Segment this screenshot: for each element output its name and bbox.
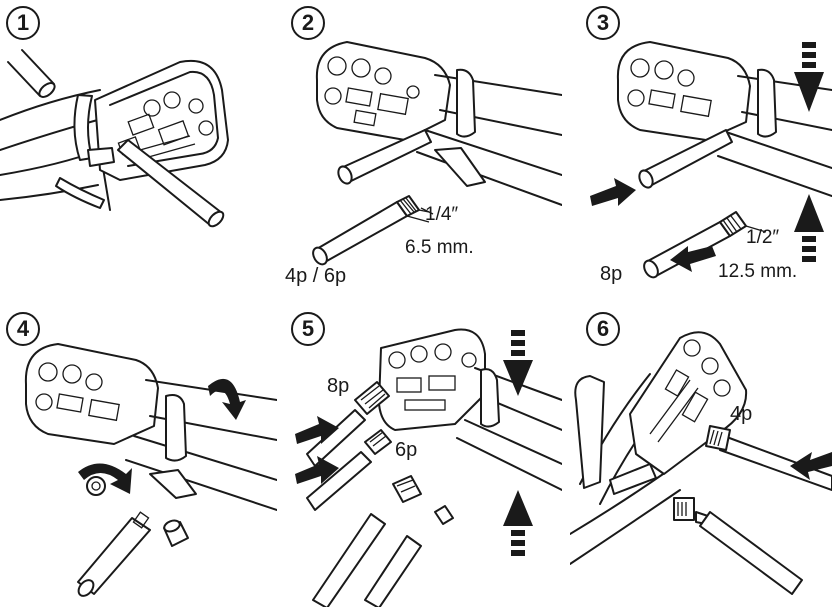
step-6-illustration [570, 331, 832, 595]
push-arrow-icon [794, 194, 824, 262]
step-2-number: 2 [291, 6, 325, 40]
step-2-panel: 2 1/4″ 6.5 mm. 4p / 6p [285, 0, 562, 303]
step-6-number: 6 [586, 312, 620, 346]
push-arrow-icon [590, 178, 636, 206]
step-6-panel: 6 4p [570, 304, 832, 607]
rotate-arrow-icon [208, 378, 246, 420]
strip-length-mm-label: 6.5 mm. [405, 237, 474, 258]
crimp-tool-icon [616, 41, 751, 141]
cable-icon [306, 409, 366, 467]
rotate-arrow-icon [78, 463, 132, 494]
step-1-illustration [0, 49, 229, 228]
step-4-number: 4 [6, 312, 40, 346]
step-5-illustration [295, 328, 562, 607]
push-arrow-icon [794, 42, 824, 112]
push-arrow-icon [503, 490, 533, 556]
push-arrow-icon [295, 456, 339, 484]
crimp-tool-icon [24, 343, 159, 445]
plug-8p-label: 8p [327, 375, 350, 397]
cable-icon [312, 513, 386, 607]
rj-plug-icon [673, 497, 695, 521]
strip-length-inch-label: 1/2″ [746, 227, 780, 248]
cable-icon [641, 129, 733, 187]
rj-plug-icon [705, 425, 731, 451]
cable-icon [314, 201, 408, 263]
push-arrow-icon [295, 416, 339, 444]
step-2-illustration [312, 41, 562, 266]
cable-icon [340, 129, 432, 183]
step-3-panel: 3 1/2″ [570, 0, 832, 303]
plug-size-label: 8p [600, 263, 623, 285]
strip-length-inch-label: 1/4″ [425, 204, 459, 225]
step-3-number: 3 [586, 6, 620, 40]
push-arrow-icon [670, 246, 716, 272]
step-4-panel: 4 [0, 304, 277, 607]
plug-size-label: 4p / 6p [285, 265, 347, 287]
step-5-panel: 5 [285, 304, 562, 607]
cable-icon [699, 511, 803, 595]
step-5-number: 5 [291, 312, 325, 346]
cable-icon [306, 451, 372, 511]
blade-cartridge-icon [86, 476, 106, 496]
plug-4p-label: 4p [730, 403, 753, 425]
rj-plug-icon [434, 505, 454, 525]
step-4-illustration [24, 343, 277, 597]
crimp-tool-icon [315, 41, 451, 141]
step-1-number: 1 [6, 6, 40, 40]
step-1-panel: 1 [0, 0, 277, 303]
step-3-illustration [590, 41, 832, 279]
cable-icon [364, 535, 422, 607]
plug-6p-label: 6p [395, 439, 418, 461]
crimp-tool-icon [378, 328, 486, 431]
push-arrow-icon [790, 452, 832, 480]
push-arrow-icon [503, 330, 533, 396]
strip-length-mm-label: 12.5 mm. [718, 261, 798, 282]
